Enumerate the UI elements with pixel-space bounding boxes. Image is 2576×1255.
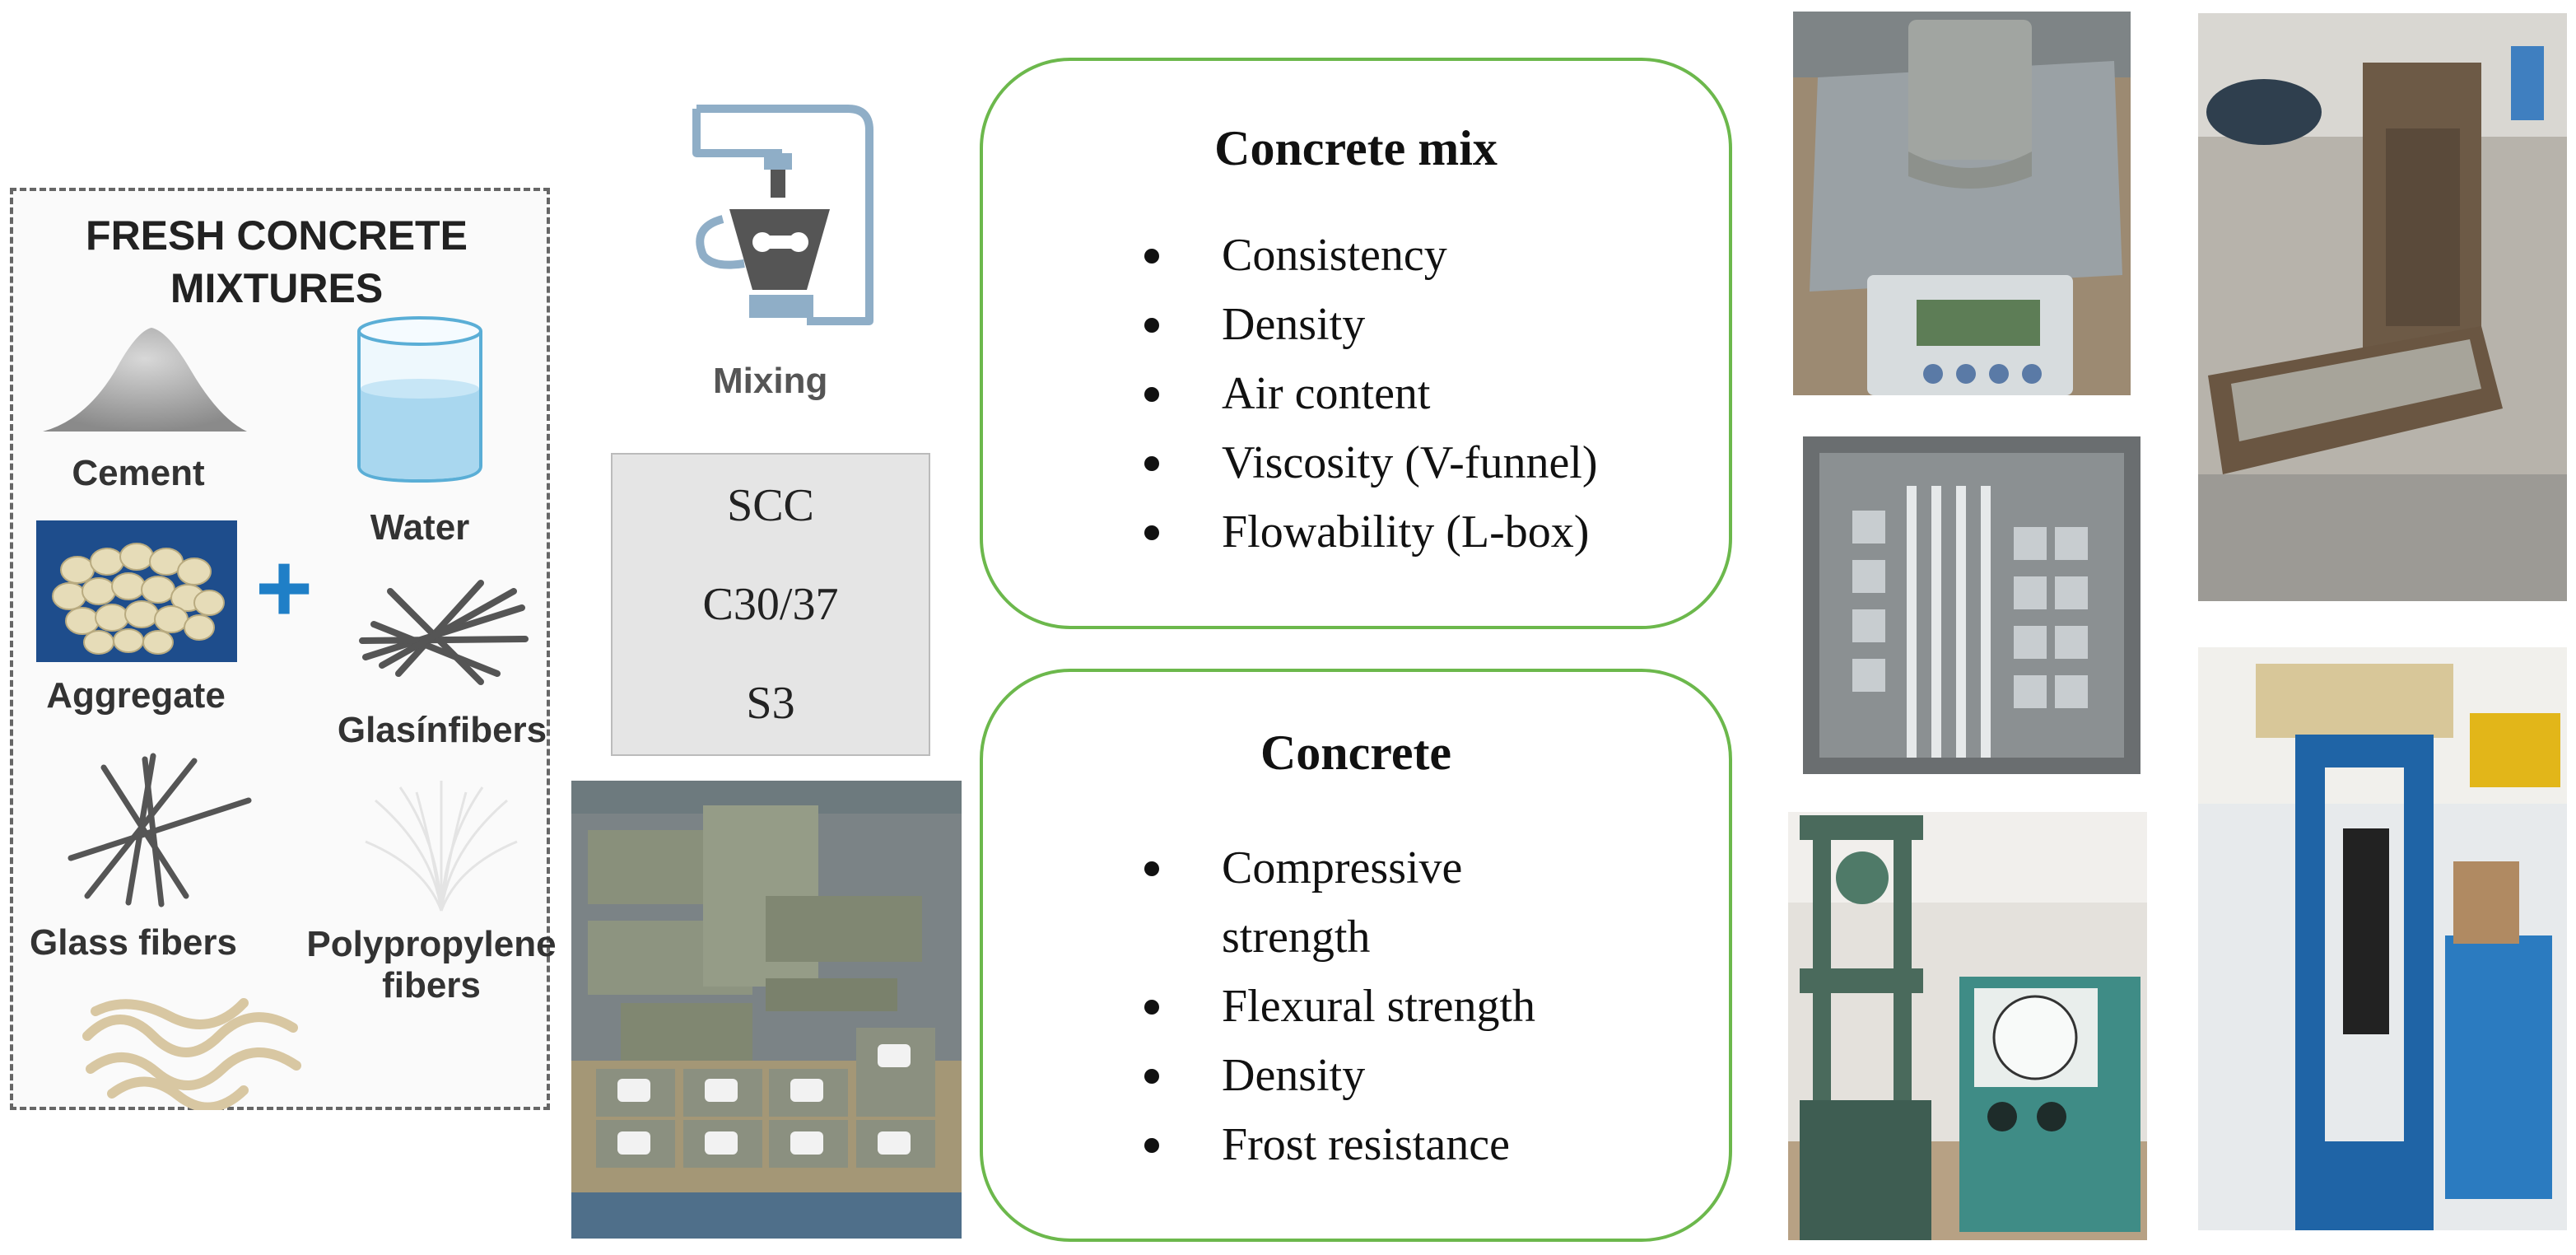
- fresh-test-item: Air content: [1131, 359, 1598, 428]
- polypropylene-fibers-icon: [365, 781, 518, 912]
- hardened-test-item: Flexural strength: [1131, 972, 1535, 1041]
- fresh-test-item: Density: [1131, 290, 1598, 359]
- compression-press-photo: [2198, 647, 2567, 1230]
- concrete-test-list: Compressive strength Flexural strength D…: [1131, 833, 1535, 1179]
- glass-fibers-icon: [359, 580, 529, 685]
- panel-title-line1: FRESH CONCRETE: [86, 212, 468, 259]
- cement-label: Cement: [72, 453, 205, 493]
- polypropylene-label: Polypropylene fibers: [300, 924, 563, 1006]
- hardened-test-item-line2: strength: [1222, 912, 1371, 963]
- mixer-icon: [692, 105, 873, 325]
- fresh-test-item: Viscosity (V-funnel): [1131, 428, 1598, 497]
- water-label: Water: [370, 507, 470, 548]
- concrete-mix-title: Concrete mix: [1214, 121, 1498, 175]
- hardened-test-item: Frost resistance: [1131, 1110, 1535, 1179]
- mix-type-strength-class: C30/37: [702, 579, 839, 630]
- hardened-test-item: Compressive strength: [1131, 833, 1535, 972]
- mix-type-scc: SCC: [727, 480, 814, 531]
- concrete-mix-test-list: Consistency Density Air content Viscosit…: [1131, 221, 1598, 567]
- glass-fibers-left-label: Glass fibers: [30, 922, 237, 963]
- plus-sign: +: [255, 533, 314, 643]
- mix-type-consistency-class: S3: [746, 678, 795, 729]
- fresh-test-item: Consistency: [1131, 221, 1598, 290]
- hardened-test-item: Density: [1131, 1041, 1535, 1110]
- frost-chamber-photo: [1803, 436, 2140, 774]
- panel-title-line2: MIXTURES: [170, 265, 384, 311]
- mixing-label: Mixing: [713, 361, 828, 401]
- cement-pile-icon: [43, 328, 247, 432]
- glass-fibers-left-icon: [68, 753, 252, 907]
- glass-fibers-right-label: Glasínfibers: [337, 710, 547, 750]
- mix-types-box: SCC C30/37 S3: [611, 453, 930, 756]
- aggregate-label: Aggregate: [46, 675, 226, 716]
- l-box-photo: [2198, 13, 2567, 601]
- hardened-test-item-line1: Compressive: [1222, 842, 1463, 893]
- concrete-title: Concrete: [1260, 725, 1452, 780]
- fresh-test-item: Flowability (L-box): [1131, 497, 1598, 567]
- wavy-fibers-icon: [82, 998, 301, 1110]
- polypropylene-label-line2: fibers: [382, 965, 481, 1005]
- water-beaker-icon: [357, 316, 482, 483]
- flexural-testing-machine-photo: [1788, 812, 2147, 1240]
- density-scale-photo: [1793, 12, 2131, 395]
- specimens-in-molds-photo: [571, 781, 962, 1239]
- fresh-concrete-mixtures-panel: FRESH CONCRETE MIXTURES Cement Water: [10, 188, 557, 1110]
- concrete-tests-box: Concrete Compressive strength Flexural s…: [980, 669, 1732, 1242]
- polypropylene-label-line1: Polypropylene: [306, 924, 557, 964]
- concrete-mix-tests-box: Concrete mix Consistency Density Air con…: [980, 58, 1732, 629]
- panel-title: FRESH CONCRETE MIXTURES: [13, 209, 540, 315]
- aggregate-icon: [36, 520, 237, 662]
